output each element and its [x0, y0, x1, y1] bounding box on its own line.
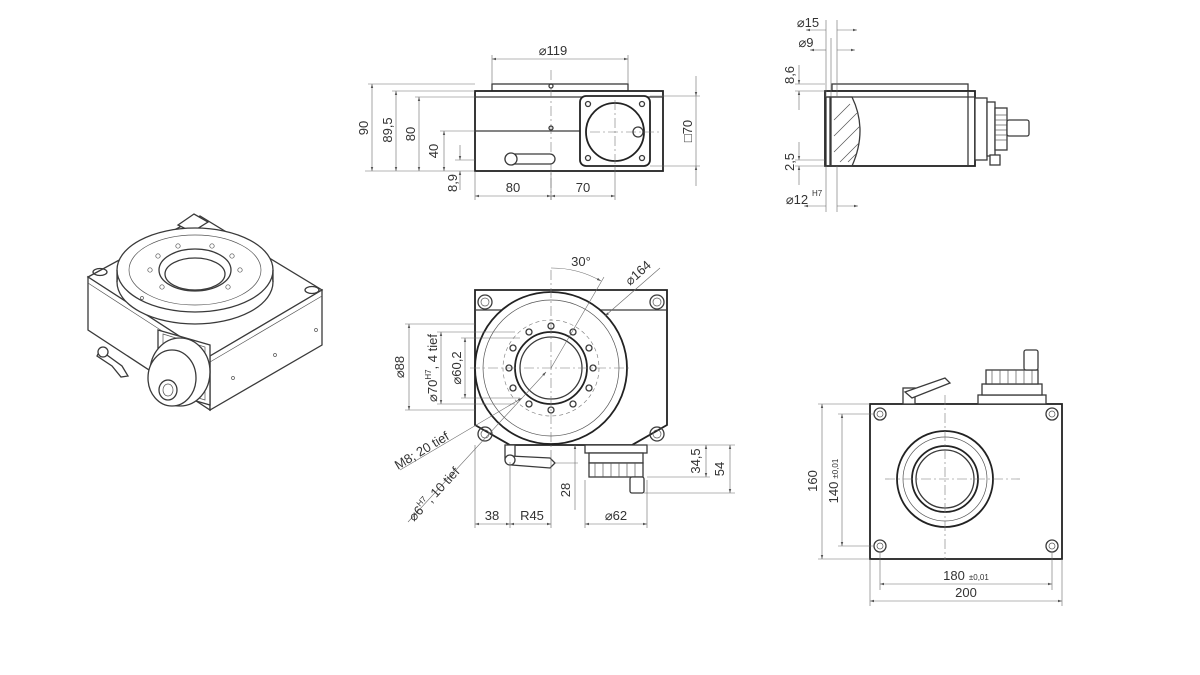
dim-d70-depth: , 4 tief — [425, 334, 440, 370]
dim-h8-9: 8,9 — [445, 174, 460, 192]
dim-d15: ⌀15 — [797, 15, 819, 30]
dim-h40: 40 — [426, 144, 441, 158]
dim-m8: M8; 20 tief — [392, 428, 452, 472]
dim-d70-tol: H7 — [424, 369, 433, 380]
dim-d70-main: ⌀70 — [425, 380, 440, 402]
dim-d62: ⌀62 — [605, 508, 627, 523]
dim-d12-tol: H7 — [812, 189, 823, 198]
dim-d70-group: ⌀70H7, 4 tief — [424, 334, 440, 402]
isometric-view — [86, 213, 324, 412]
dim-w200: 200 — [955, 585, 977, 600]
dim-h34-5: 34,5 — [688, 448, 703, 473]
side-view: ⌀15 ⌀9 8,6 2,5 ⌀12 H7 — [782, 15, 1030, 212]
dim-w80: 80 — [506, 180, 520, 195]
dim-h160: 160 — [805, 470, 820, 492]
dim-w180-tol: ±0,01 — [969, 573, 990, 582]
front-view: ⌀119 90 89,5 80 40 8,9 80 70 □70 — [356, 43, 700, 200]
dim-h89-5: 89,5 — [380, 117, 395, 142]
dim-h8-6: 8,6 — [782, 66, 797, 84]
dim-h28: 28 — [558, 483, 573, 497]
dim-w180-group: 180 ±0,01 — [943, 568, 989, 583]
dim-h54: 54 — [712, 462, 727, 476]
dim-h80: 80 — [403, 127, 418, 141]
dim-h140-group: 140 ±0,01 — [826, 458, 841, 503]
dim-w70: 70 — [576, 180, 590, 195]
dim-angle30: 30° — [571, 254, 591, 269]
dim-w38: 38 — [485, 508, 499, 523]
dim-d119: ⌀119 — [539, 43, 568, 58]
bottom-view: 160 140 ±0,01 180 ±0,01 200 — [805, 349, 1063, 606]
dim-r45: R45 — [520, 508, 544, 523]
dim-d6-group: ⌀6H7, 10 tief — [404, 463, 462, 524]
top-view: 30° ⌀164 ⌀88 ⌀70H7, 4 tief ⌀60,2 M8; 20 … — [392, 254, 735, 528]
dim-d60-2: ⌀60,2 — [449, 351, 464, 384]
dim-h90: 90 — [356, 121, 371, 135]
dim-sq70: □70 — [680, 120, 695, 142]
dim-h140-tol: ±0,01 — [831, 458, 840, 479]
dim-w180-main: 180 — [943, 568, 965, 583]
dim-d12: ⌀12 — [786, 192, 808, 207]
dim-d88: ⌀88 — [392, 356, 407, 378]
dim-d9: ⌀9 — [798, 35, 813, 50]
dim-d164: ⌀164 — [622, 257, 654, 288]
dim-d6-depth: , 10 tief — [422, 464, 462, 506]
dim-h2-5: 2,5 — [782, 153, 797, 171]
dim-h140-main: 140 — [826, 482, 841, 504]
